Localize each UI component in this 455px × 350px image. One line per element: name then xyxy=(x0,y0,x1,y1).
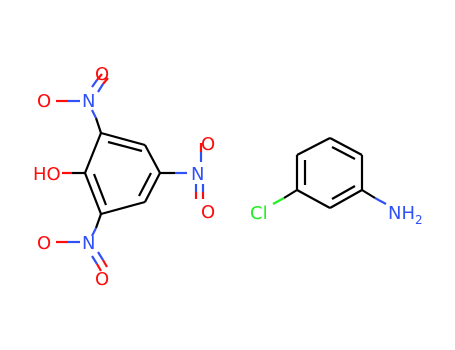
nitro-n-right: N xyxy=(191,164,204,185)
ring-bond xyxy=(329,189,363,209)
chloroaniline-molecule: Cl NH 2 xyxy=(250,137,423,227)
c-n-bond xyxy=(361,189,376,199)
n-o-bond-2 xyxy=(91,79,98,88)
ring-bond xyxy=(296,137,331,156)
n-o-bottom-right-red xyxy=(96,263,102,272)
ring-bond xyxy=(100,200,146,216)
c-n-bond-top-blue xyxy=(91,109,97,119)
ring-bond-inner xyxy=(331,185,356,200)
nitro-o-top-2: O xyxy=(37,91,51,112)
amine-subscript: 2 xyxy=(415,213,423,227)
nitro-o-right-2: O xyxy=(201,202,215,223)
picric-acid-molecule: HO N O O N O O N O xyxy=(33,64,215,290)
ring-bond xyxy=(144,172,161,203)
picric-ring-bonds xyxy=(83,131,161,216)
ring-bond-inner xyxy=(138,172,152,197)
n-o-bottom-right-2 xyxy=(97,251,104,261)
c-n-bond-bottom xyxy=(94,213,103,229)
amine-label: NH xyxy=(388,203,415,224)
hydroxyl-label: HO xyxy=(33,164,61,185)
nitro-o-bottom-1: O xyxy=(37,233,51,254)
nitro-o-right-1: O xyxy=(201,134,215,155)
c-n-bond-top xyxy=(94,117,103,134)
n-o-bottom-right-2-red xyxy=(102,259,108,268)
c-n-bond-blue xyxy=(374,197,387,205)
ring-bond xyxy=(83,132,103,174)
n-o-bottom-right xyxy=(91,255,98,265)
ring-bond xyxy=(144,144,161,174)
n-o-bond-red xyxy=(102,77,109,85)
nitro-n-top: N xyxy=(82,91,95,112)
ring-bond-inner xyxy=(107,140,143,153)
chlorine-label: Cl xyxy=(250,203,268,224)
c-cl-bond-green xyxy=(272,197,285,205)
ring-bond-inner xyxy=(331,146,356,160)
nitro-n-bottom: N xyxy=(82,233,95,254)
c-n-bond-bottom-blue xyxy=(91,227,97,237)
ring-bond xyxy=(329,137,363,156)
ring-bond-inner xyxy=(92,173,108,206)
ring-bond xyxy=(100,131,146,147)
nitro-o-top-1: O xyxy=(95,64,109,85)
ring-bond xyxy=(296,189,331,209)
n-o-bond-2-red xyxy=(96,73,103,81)
c-cl-bond xyxy=(283,189,298,199)
ring-bond xyxy=(83,172,103,215)
n-o-bond xyxy=(97,83,104,93)
nitro-o-bottom-2: O xyxy=(95,269,109,290)
